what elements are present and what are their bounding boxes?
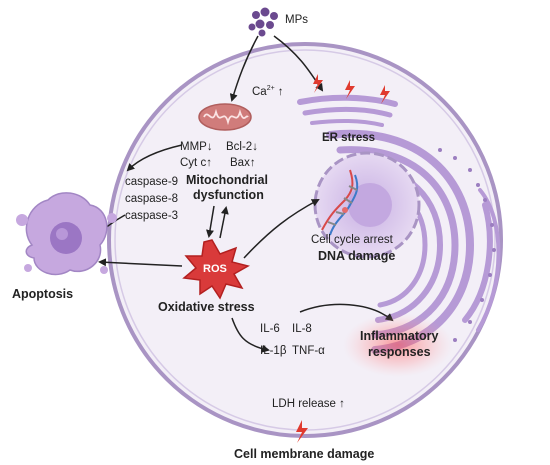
arrow-ros-to-apoptosis <box>98 258 183 267</box>
ros-label: ROS <box>203 263 227 275</box>
membrane-lightning-icon <box>296 420 308 443</box>
dna-helix-icon <box>321 169 359 236</box>
il1b-label: IL-1β <box>260 345 287 357</box>
oxidative-stress-label: Oxidative stress <box>158 300 255 314</box>
er-cisternae-icon <box>297 94 398 127</box>
il8-label: IL-8 <box>292 323 312 335</box>
cell-cycle-arrest-label: Cell cycle arrest <box>311 234 394 246</box>
arrow-mito-to-caspase <box>126 144 183 172</box>
mito-dysfunction-line1: Mitochondrial <box>186 173 268 187</box>
inflammatory-label-line2: responses <box>368 345 431 359</box>
lightning-icon <box>313 74 390 104</box>
inflammatory-label-line1: Inflammatory <box>360 329 439 343</box>
er-ribosome-dots <box>438 148 496 342</box>
nucleolus <box>348 183 392 227</box>
caspase-8-label: caspase-8 <box>125 193 178 205</box>
cell-membrane-damage-label: Cell membrane damage <box>234 447 374 461</box>
apoptosis-label: Apoptosis <box>12 287 73 301</box>
mps-label: MPs <box>285 14 308 26</box>
tnfa-label: TNF-α <box>292 345 325 357</box>
bax-label: Bax↑ <box>230 157 256 169</box>
arrow-oxidative-to-cytokines <box>231 317 270 353</box>
mitochondria-icon <box>198 103 252 131</box>
ldh-release-label: LDH release ↑ <box>272 398 345 410</box>
arrow-ros-to-dna <box>243 199 320 259</box>
cytc-label: Cyt c↑ <box>180 157 212 169</box>
arrow-mito-to-ros <box>206 205 215 238</box>
calcium-label: Ca2+↑ <box>252 85 283 98</box>
mmp-label: MMP↓ <box>180 141 213 153</box>
inflammation-glow <box>343 313 453 377</box>
er-stress-label: ER stress <box>322 132 375 144</box>
ros-burst-icon <box>182 239 250 300</box>
apoptotic-cell-icon <box>16 192 117 276</box>
caspase-9-label: caspase-9 <box>125 176 178 188</box>
il6-label: IL-6 <box>260 323 280 335</box>
bcl2-label: Bcl-2↓ <box>226 141 258 153</box>
arrow-ros-to-mito <box>219 206 229 239</box>
arrow-mps-to-mitochondria <box>229 35 259 102</box>
mito-dysfunction-line2: dysfunction <box>193 188 264 202</box>
dna-damage-label: DNA damage <box>318 249 395 263</box>
microplastic-particles-icon <box>248 7 278 37</box>
caspase-3-label: caspase-3 <box>125 210 178 222</box>
